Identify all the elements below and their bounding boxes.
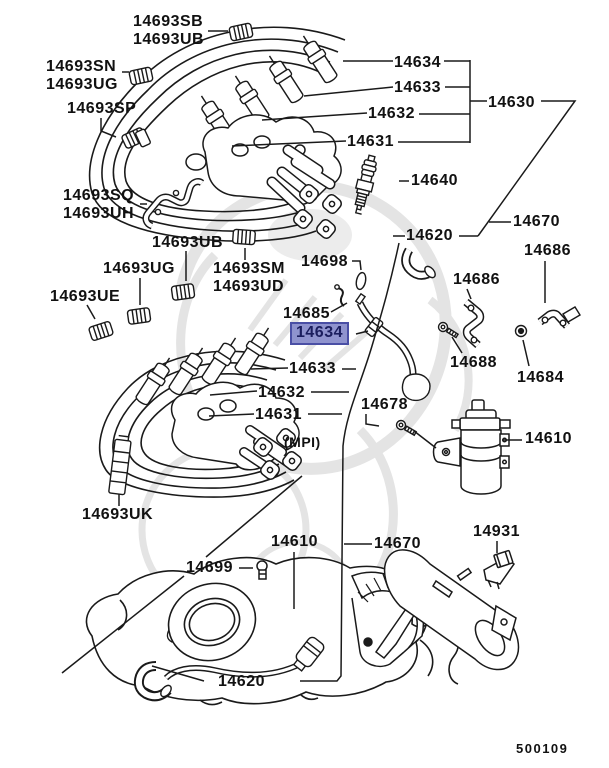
part-label-14620-bottom: 14620 [218, 673, 265, 690]
part-label-14698: 14698 [301, 253, 348, 270]
part-label-14633-top: 14633 [394, 79, 441, 96]
part-label-14699: 14699 [186, 559, 233, 576]
part-label-14632-mid: 14632 [258, 384, 305, 401]
part-label-14634-top: 14634 [394, 54, 441, 71]
ignition-coil [432, 399, 511, 495]
part-label-14685: 14685 [283, 305, 330, 322]
part-label-14931: 14931 [473, 523, 520, 540]
part-label-14634-highlight[interactable]: 14634 [290, 322, 349, 345]
part-label-14693SB-14693UB: 14693SB 14693UB [133, 13, 205, 48]
wire-clips-top [87, 22, 257, 342]
part-label-14630: 14630 [488, 94, 535, 111]
part-label-14686-right: 14686 [524, 242, 571, 259]
part-label-14688: 14688 [450, 354, 497, 371]
part-label-14693UB-mid: 14693UB [152, 234, 224, 251]
part-label-14632-top: 14632 [368, 105, 415, 122]
part-label-14684: 14684 [517, 369, 564, 386]
part-label-14678: 14678 [361, 396, 408, 413]
distributor-cap-mid [170, 381, 304, 482]
harness-clip-14693UK [108, 434, 132, 496]
part-label-14670-bottom: 14670 [374, 535, 421, 552]
part-label-14693UK: 14693UK [82, 506, 154, 523]
part-label-14693UE: 14693UE [50, 288, 121, 305]
part-label-14620-top: 14620 [406, 227, 453, 244]
part-label-14693UG-mid: 14693UG [103, 260, 175, 277]
spark-plug [354, 154, 377, 215]
part-label-14631-mid: 14631 [255, 406, 302, 423]
mpi-note: (MPI) [284, 434, 321, 450]
part-label-14693SP: 14693SP [67, 100, 137, 117]
mounting-hardware [395, 298, 581, 437]
part-label-14640: 14640 [411, 172, 458, 189]
part-label-14686-left: 14686 [453, 271, 500, 288]
distributor-cap-top [185, 114, 345, 242]
vacuum-tank [374, 549, 520, 671]
part-label-14670-top: 14670 [513, 213, 560, 230]
part-label-14633-mid: 14633 [289, 360, 336, 377]
part-label-14693SM-14693UD: 14693SM 14693UD [213, 260, 285, 295]
part-label-14610-bottom: 14610 [271, 533, 318, 550]
spark-plug-wire-set-top [88, 26, 346, 242]
drawing-code: 500109 [516, 741, 569, 756]
leader-lines [61, 30, 577, 682]
part-label-14631-top: 14631 [347, 133, 394, 150]
part-label-14693SQ-14693UH: 14693SQ 14693UH [63, 187, 135, 222]
coil-cable-assembly [334, 247, 436, 402]
part-label-14693SN-14693UG: 14693SN 14693UG [46, 58, 118, 93]
part-label-14610-coil: 14610 [525, 430, 572, 447]
ignition-cable-bottom [133, 636, 325, 702]
